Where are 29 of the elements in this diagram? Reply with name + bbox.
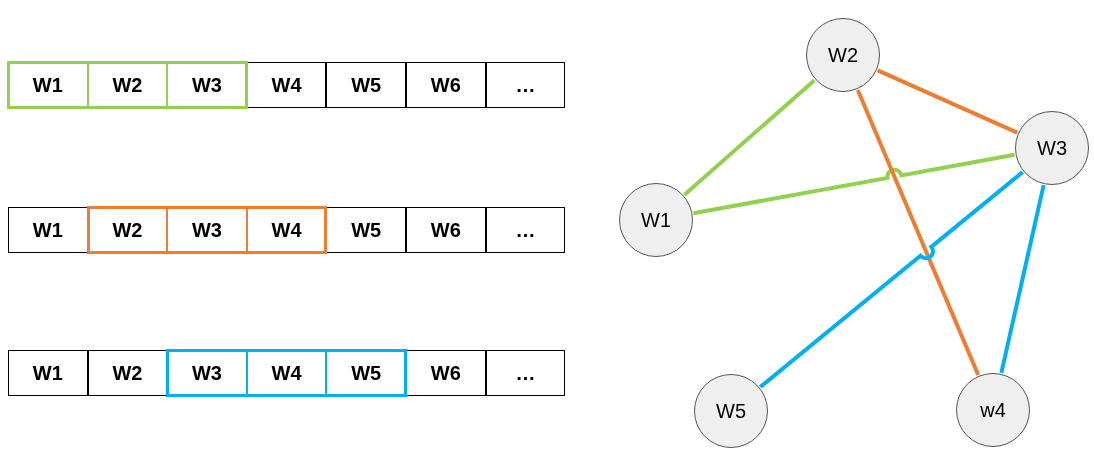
table-cell: … [485, 207, 566, 253]
table-cell: W1 [8, 350, 88, 396]
table-cell: W4 [246, 350, 327, 396]
table-cell: W3 [167, 207, 247, 253]
connector-line [759, 170, 1024, 389]
connector-line [693, 152, 1015, 216]
graph-node-circle: W1 [619, 183, 693, 257]
table-cell: … [485, 62, 566, 108]
table-cell: W6 [406, 62, 486, 108]
window-frame [166, 349, 407, 397]
connector-line [855, 89, 981, 376]
table-cell: W5 [326, 207, 406, 253]
graph-node-circle: w4 [956, 373, 1030, 447]
window-frame [7, 61, 248, 109]
graph-node-circle: W3 [1015, 111, 1089, 185]
connector-line [999, 184, 1046, 374]
window-frame [86, 206, 328, 254]
table-cell: W2 [87, 62, 168, 108]
connector-line [683, 78, 816, 197]
table-cell: W4 [246, 62, 327, 108]
table-cell: W1 [8, 207, 88, 253]
graph-node-circle: W2 [806, 18, 880, 92]
table-cell: W2 [87, 350, 168, 396]
table-cell: W6 [406, 350, 486, 396]
connector-line [876, 68, 1019, 135]
table-cell: … [485, 350, 566, 396]
table-cell: W5 [326, 62, 406, 108]
table-cell: W6 [406, 207, 486, 253]
graph-node-circle: W5 [694, 374, 768, 448]
